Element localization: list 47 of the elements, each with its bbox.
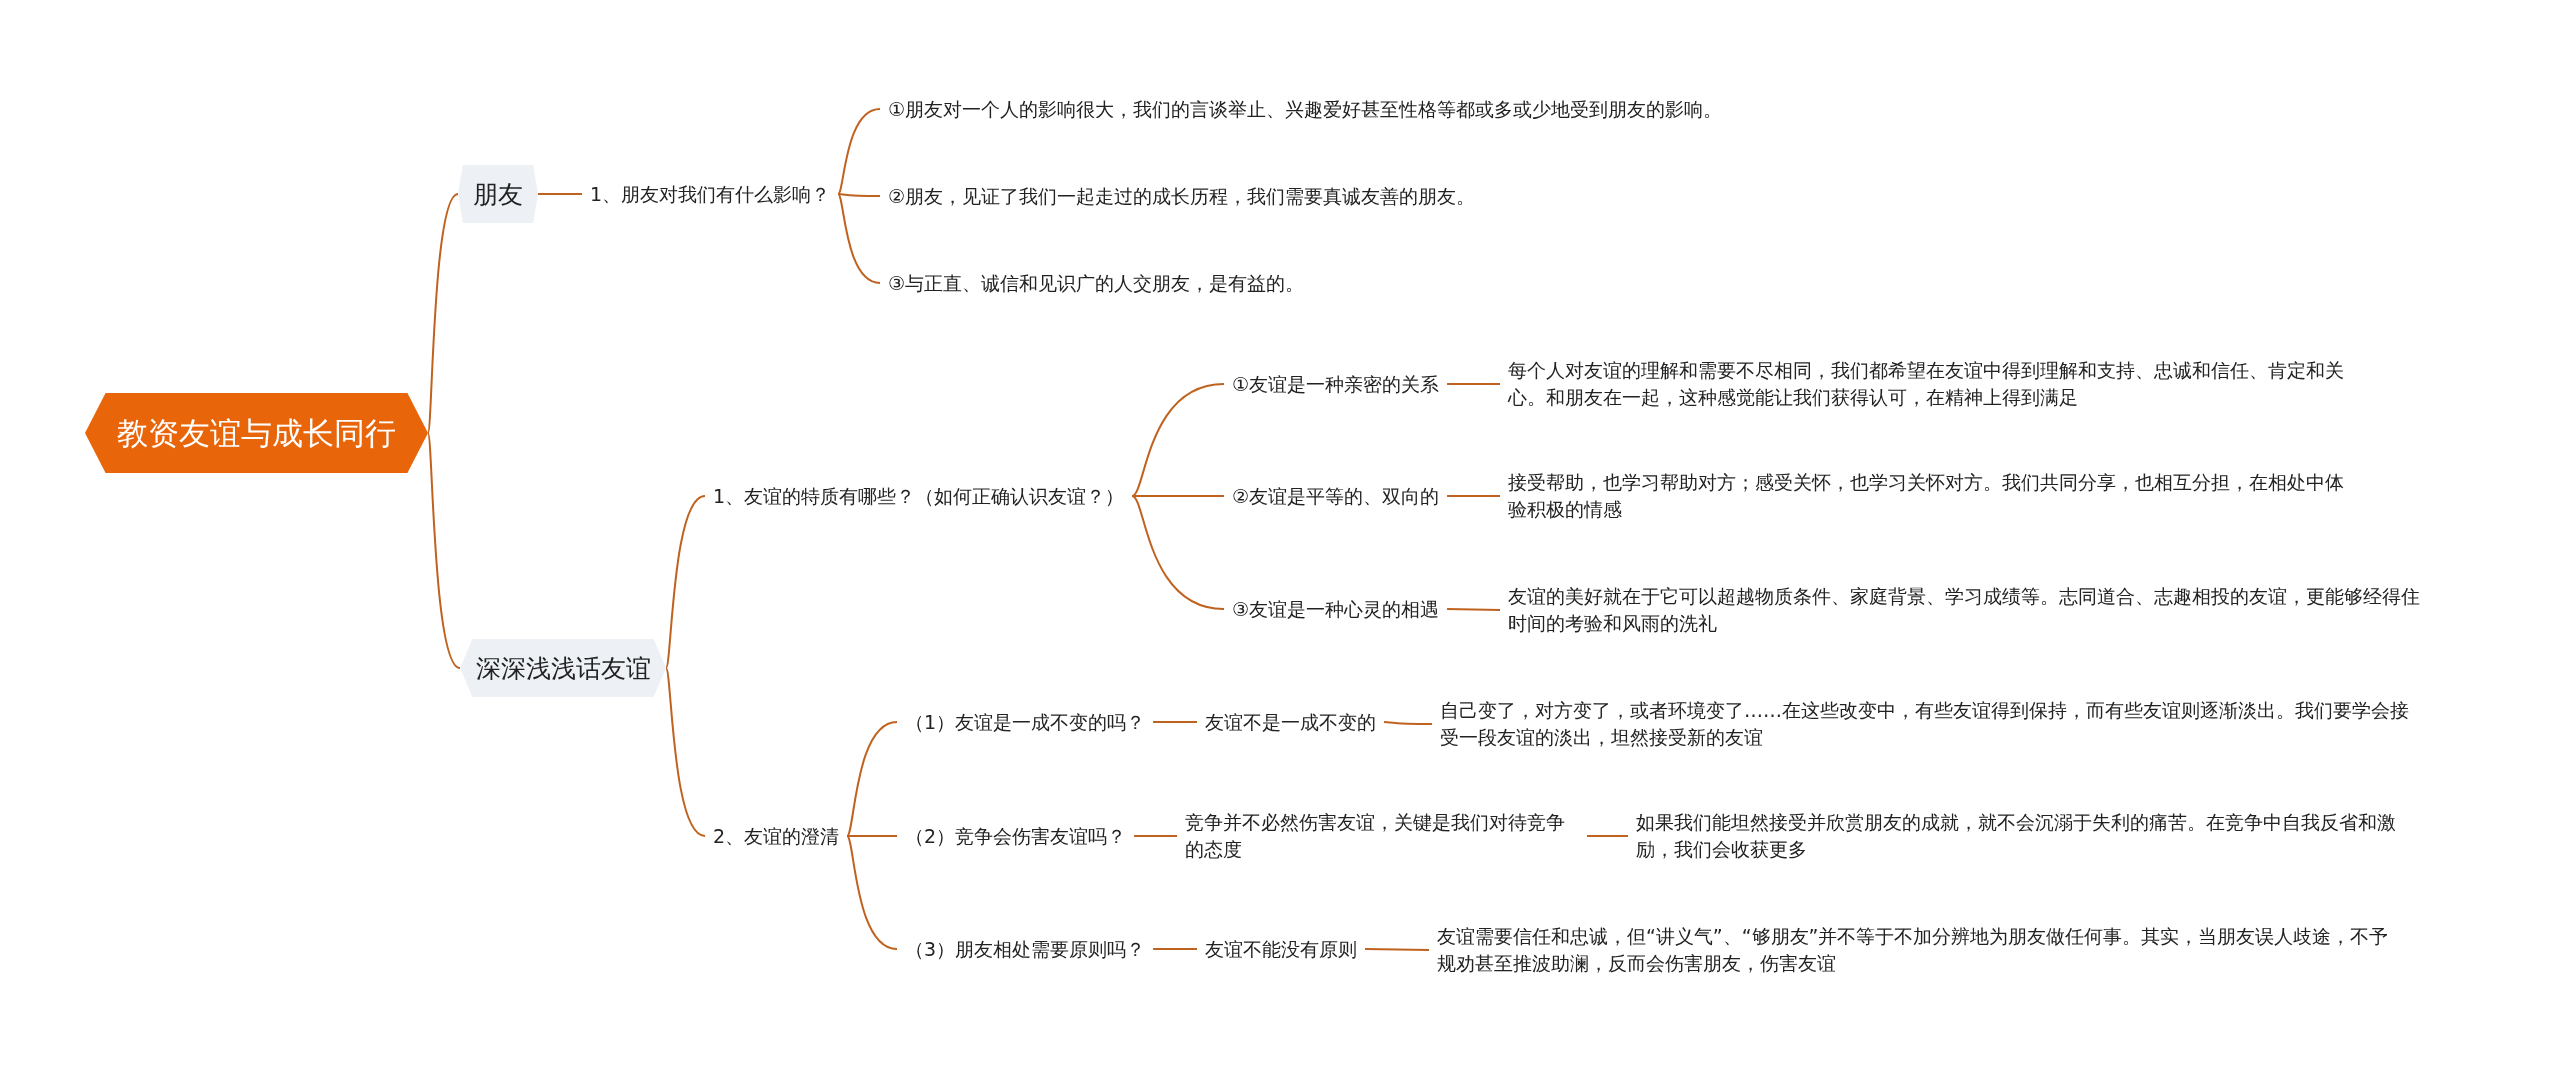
topic-text: （2）竞争会伤害友谊吗？	[897, 822, 1135, 850]
connector-line	[665, 667, 706, 837]
topic-text: ③与正直、诚信和见识广的人交朋友，是有益的。	[880, 269, 1313, 297]
connector-line	[837, 108, 881, 195]
topic-text: 每个人对友谊的理解和需要不尽相同，我们都希望在友谊中得到理解和支持、忠诚和信任、肯定和关心。和朋友在一起，这种感觉能让我们获得认可，在精神上得到满足	[1500, 357, 2385, 411]
connector-line	[1131, 495, 1225, 497]
connector-line	[537, 193, 583, 195]
topic-text: 友谊需要信任和忠诚，但“讲义气”、“够朋友”并不等于不加分辨地为朋友做任何事。其实，当朋友误人歧途，不予规劝甚至推波助澜，反而会伤害朋友，伤害友谊	[1429, 923, 2397, 977]
connector-line	[1131, 495, 1225, 610]
topic-text: （1）友谊是一成不变的吗？	[897, 708, 1154, 736]
topic-text: 接受帮助，也学习帮助对方；感受关怀，也学习关怀对方。我们共同分享，也相互分担，在相处中体验积极的情感	[1500, 469, 2366, 523]
topic-text: 如果我们能坦然接受并欣赏朋友的成就，就不会沉溺于失利的痛苦。在竞争中自我反省和激励，我们会收获更多	[1628, 809, 2438, 863]
connector-line	[665, 495, 706, 669]
subtopic-text: 1、朋友对我们有什么影响？	[582, 180, 839, 208]
topic-text: 自己变了，对方变了，或者环境变了……在这些改变中，有些友谊得到保持，而有些友谊则逐渐淡出。我们要学会接受一段友谊的淡出，坦然接受新的友谊	[1432, 697, 2432, 751]
connector-line	[846, 835, 898, 837]
connector-line	[1446, 495, 1501, 497]
topic-text: ①友谊是一种亲密的关系	[1224, 370, 1448, 398]
connector-line	[427, 193, 459, 434]
main-topic: 朋友	[458, 165, 538, 223]
topic-text: 友谊不能没有原则	[1197, 935, 1365, 963]
connector-line	[1364, 948, 1430, 951]
connector-line	[1446, 608, 1501, 611]
topic-text: ②友谊是平等的、双向的	[1224, 482, 1448, 510]
topic-text: ③友谊是一种心灵的相遇	[1224, 595, 1448, 623]
connector-line	[1586, 835, 1629, 837]
subtopic-text: 1、友谊的特质有哪些？（如何正确认识友谊？）	[705, 482, 1133, 510]
connector-line	[1446, 383, 1501, 385]
connector-line	[1133, 835, 1178, 837]
topic-text: ②朋友，见证了我们一起走过的成长历程，我们需要真诚友善的朋友。	[880, 182, 1484, 210]
connector-line	[846, 721, 898, 837]
subtopic-text: 2、友谊的澄清	[705, 822, 848, 850]
connector-line	[1131, 383, 1225, 497]
topic-text: （3）朋友相处需要原则吗？	[897, 935, 1154, 963]
connector-line	[837, 193, 881, 284]
connector-line	[1152, 721, 1198, 723]
central-topic: 教资友谊与成长同行	[85, 393, 428, 473]
topic-text: 竞争并不必然伤害友谊，关键是我们对待竞争的态度	[1177, 809, 1587, 863]
topic-text: 友谊不是一成不变的	[1197, 708, 1384, 736]
connector-line	[1152, 948, 1198, 950]
connector-line	[837, 193, 881, 197]
connector-line	[1383, 721, 1433, 725]
topic-text: ①朋友对一个人的影响很大，我们的言谈举止、兴趣爱好甚至性格等都或多或少地受到朋友的影响。	[880, 95, 1731, 123]
topic-text: 友谊的美好就在于它可以超越物质条件、家庭背景、学习成绩等。志同道合、志趣相投的友谊，更能够经得住时间的考验和风雨的洗礼	[1500, 583, 2445, 637]
connector-line	[427, 432, 461, 669]
main-topic: 深深浅浅话友谊	[460, 639, 666, 697]
connector-line	[846, 835, 898, 950]
